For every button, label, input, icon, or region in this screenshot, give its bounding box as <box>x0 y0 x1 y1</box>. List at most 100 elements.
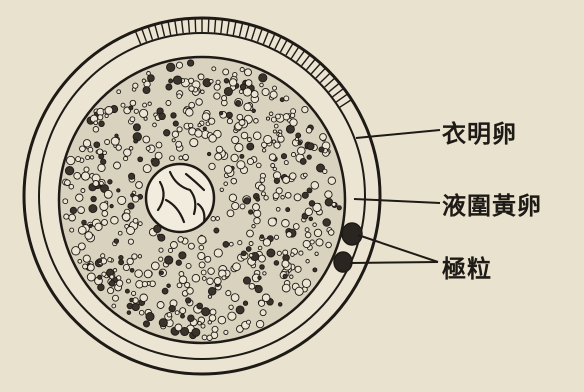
yolk-granule <box>283 250 288 255</box>
yolk-granule <box>237 161 245 169</box>
yolk-granule <box>134 109 138 113</box>
yolk-granule <box>175 311 179 315</box>
yolk-granule <box>212 326 218 332</box>
yolk-granule <box>255 286 262 293</box>
yolk-granule <box>249 254 253 258</box>
yolk-granule <box>88 264 95 271</box>
yolk-granule <box>313 223 317 227</box>
yolk-granule <box>74 172 81 179</box>
yolk-granule <box>283 114 289 120</box>
yolk-granule <box>218 316 226 324</box>
yolk-granule <box>176 260 181 265</box>
yolk-granule <box>269 154 276 161</box>
yolk-granule <box>249 210 253 214</box>
yolk-granule <box>85 232 93 240</box>
yolk-granule <box>271 164 275 168</box>
yolk-granule <box>229 242 233 246</box>
yolk-granule <box>98 275 102 279</box>
yolk-granule <box>244 103 251 110</box>
yolk-granule <box>266 117 269 120</box>
yolk-granule <box>224 166 232 174</box>
yolk-granule <box>208 288 216 296</box>
yolk-granule <box>102 272 106 276</box>
yolk-granule <box>325 191 332 198</box>
yolk-granule <box>80 146 86 152</box>
yolk-granule <box>111 137 119 145</box>
yolk-granule <box>214 249 222 257</box>
yolk-granule <box>130 298 134 302</box>
yolk-granule <box>111 217 119 225</box>
yolk-granule <box>260 83 264 87</box>
yolk-granule <box>89 224 92 227</box>
yolk-granule <box>256 197 260 201</box>
yolk-granule <box>274 261 279 266</box>
yolk-granule <box>135 270 143 278</box>
yolk-granule <box>124 157 128 161</box>
yolk-granule <box>224 87 232 95</box>
yolk-granule <box>169 79 173 83</box>
yolk-granule <box>143 136 150 143</box>
yolk-granule <box>328 177 335 184</box>
yolk-granule <box>315 252 318 255</box>
yolk-granule <box>114 239 119 244</box>
yolk-granule <box>202 335 207 340</box>
yolk-granule <box>273 167 276 170</box>
yolk-granule <box>276 114 281 119</box>
yolk-granule <box>295 266 301 272</box>
yolk-granule <box>207 278 214 285</box>
yolk-granule <box>133 218 138 223</box>
yolk-granule <box>260 310 266 316</box>
yolk-granule <box>282 284 290 292</box>
yolk-granule <box>254 119 259 124</box>
yolk-granule <box>239 90 243 94</box>
yolk-granule <box>309 201 315 207</box>
yolk-granule <box>238 241 242 245</box>
yolk-granule <box>99 181 103 185</box>
yolk-granule <box>249 283 255 289</box>
yolk-granule <box>181 314 185 318</box>
yolk-granule <box>262 149 265 152</box>
yolk-granule <box>143 165 151 173</box>
hatch-stroke <box>188 20 189 33</box>
yolk-granule <box>63 199 68 204</box>
yolk-granule <box>130 117 135 122</box>
yolk-granule <box>201 90 205 94</box>
yolk-granule <box>236 306 244 314</box>
yolk-granule <box>132 254 137 259</box>
yolk-granule <box>208 268 215 275</box>
yolk-granule <box>83 264 88 269</box>
yolk-granule <box>229 194 236 201</box>
yolk-granule <box>130 268 134 272</box>
yolk-granule <box>209 315 216 322</box>
polar-body-upper <box>342 223 362 245</box>
yolk-granule <box>156 142 162 148</box>
yolk-granule <box>260 235 264 239</box>
yolk-granule <box>244 198 250 204</box>
yolk-granule <box>303 173 307 177</box>
yolk-granule <box>133 124 140 131</box>
yolk-granule <box>166 84 172 90</box>
yolk-granule <box>152 159 160 167</box>
yolk-granule <box>172 139 175 142</box>
yolk-granule <box>247 138 251 142</box>
yolk-granule <box>186 298 191 303</box>
yolk-granule <box>202 113 210 121</box>
yolk-granule <box>110 204 113 207</box>
label-zona-pellucida: 衣明卵 <box>442 114 517 149</box>
yolk-granule <box>258 255 265 262</box>
yolk-granule <box>262 294 270 302</box>
yolk-granule <box>229 79 236 86</box>
yolk-granule <box>101 159 106 164</box>
yolk-granule <box>99 121 105 127</box>
yolk-granule <box>162 288 168 294</box>
yolk-granule <box>185 282 190 287</box>
yolk-granule <box>83 140 90 147</box>
yolk-granule <box>173 121 178 126</box>
yolk-granule <box>195 130 202 137</box>
yolk-granule <box>236 100 241 105</box>
yolk-granule <box>127 311 131 315</box>
yolk-granule <box>143 103 147 107</box>
yolk-granule <box>310 240 314 244</box>
yolk-granule <box>260 178 265 183</box>
yolk-granule <box>260 265 265 270</box>
